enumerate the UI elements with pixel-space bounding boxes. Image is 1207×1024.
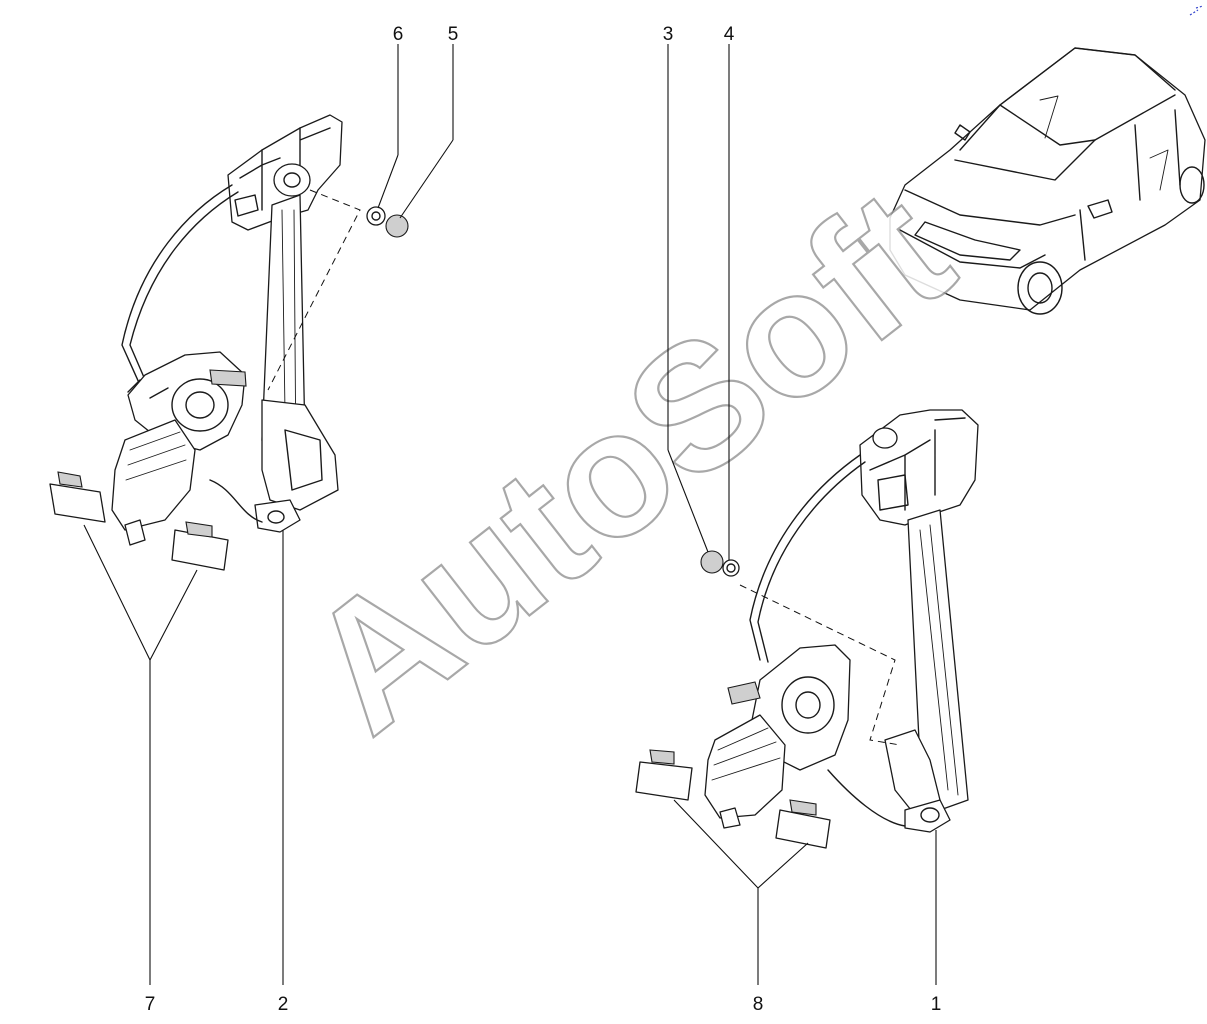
clip-pair-left-icon [49, 471, 229, 571]
washer-icon [700, 550, 740, 577]
callout-3: 3 [663, 24, 674, 45]
callout-7: 7 [145, 994, 156, 1015]
corner-mark-icon [1189, 5, 1204, 16]
callout-2: 2 [278, 994, 289, 1015]
leader-lines [83, 44, 937, 985]
assembly-lines [267, 189, 901, 746]
callout-5: 5 [448, 24, 459, 45]
vehicle-thumbnail [889, 47, 1206, 315]
callout-6: 6 [393, 24, 404, 45]
window-regulator-right-icon [704, 409, 979, 833]
window-regulator-left-icon [111, 114, 343, 546]
callout-1: 1 [931, 994, 942, 1015]
callout-4: 4 [724, 24, 735, 45]
callout-8: 8 [753, 994, 764, 1015]
washer-icon [366, 206, 409, 238]
clip-pair-right-icon [635, 749, 831, 849]
